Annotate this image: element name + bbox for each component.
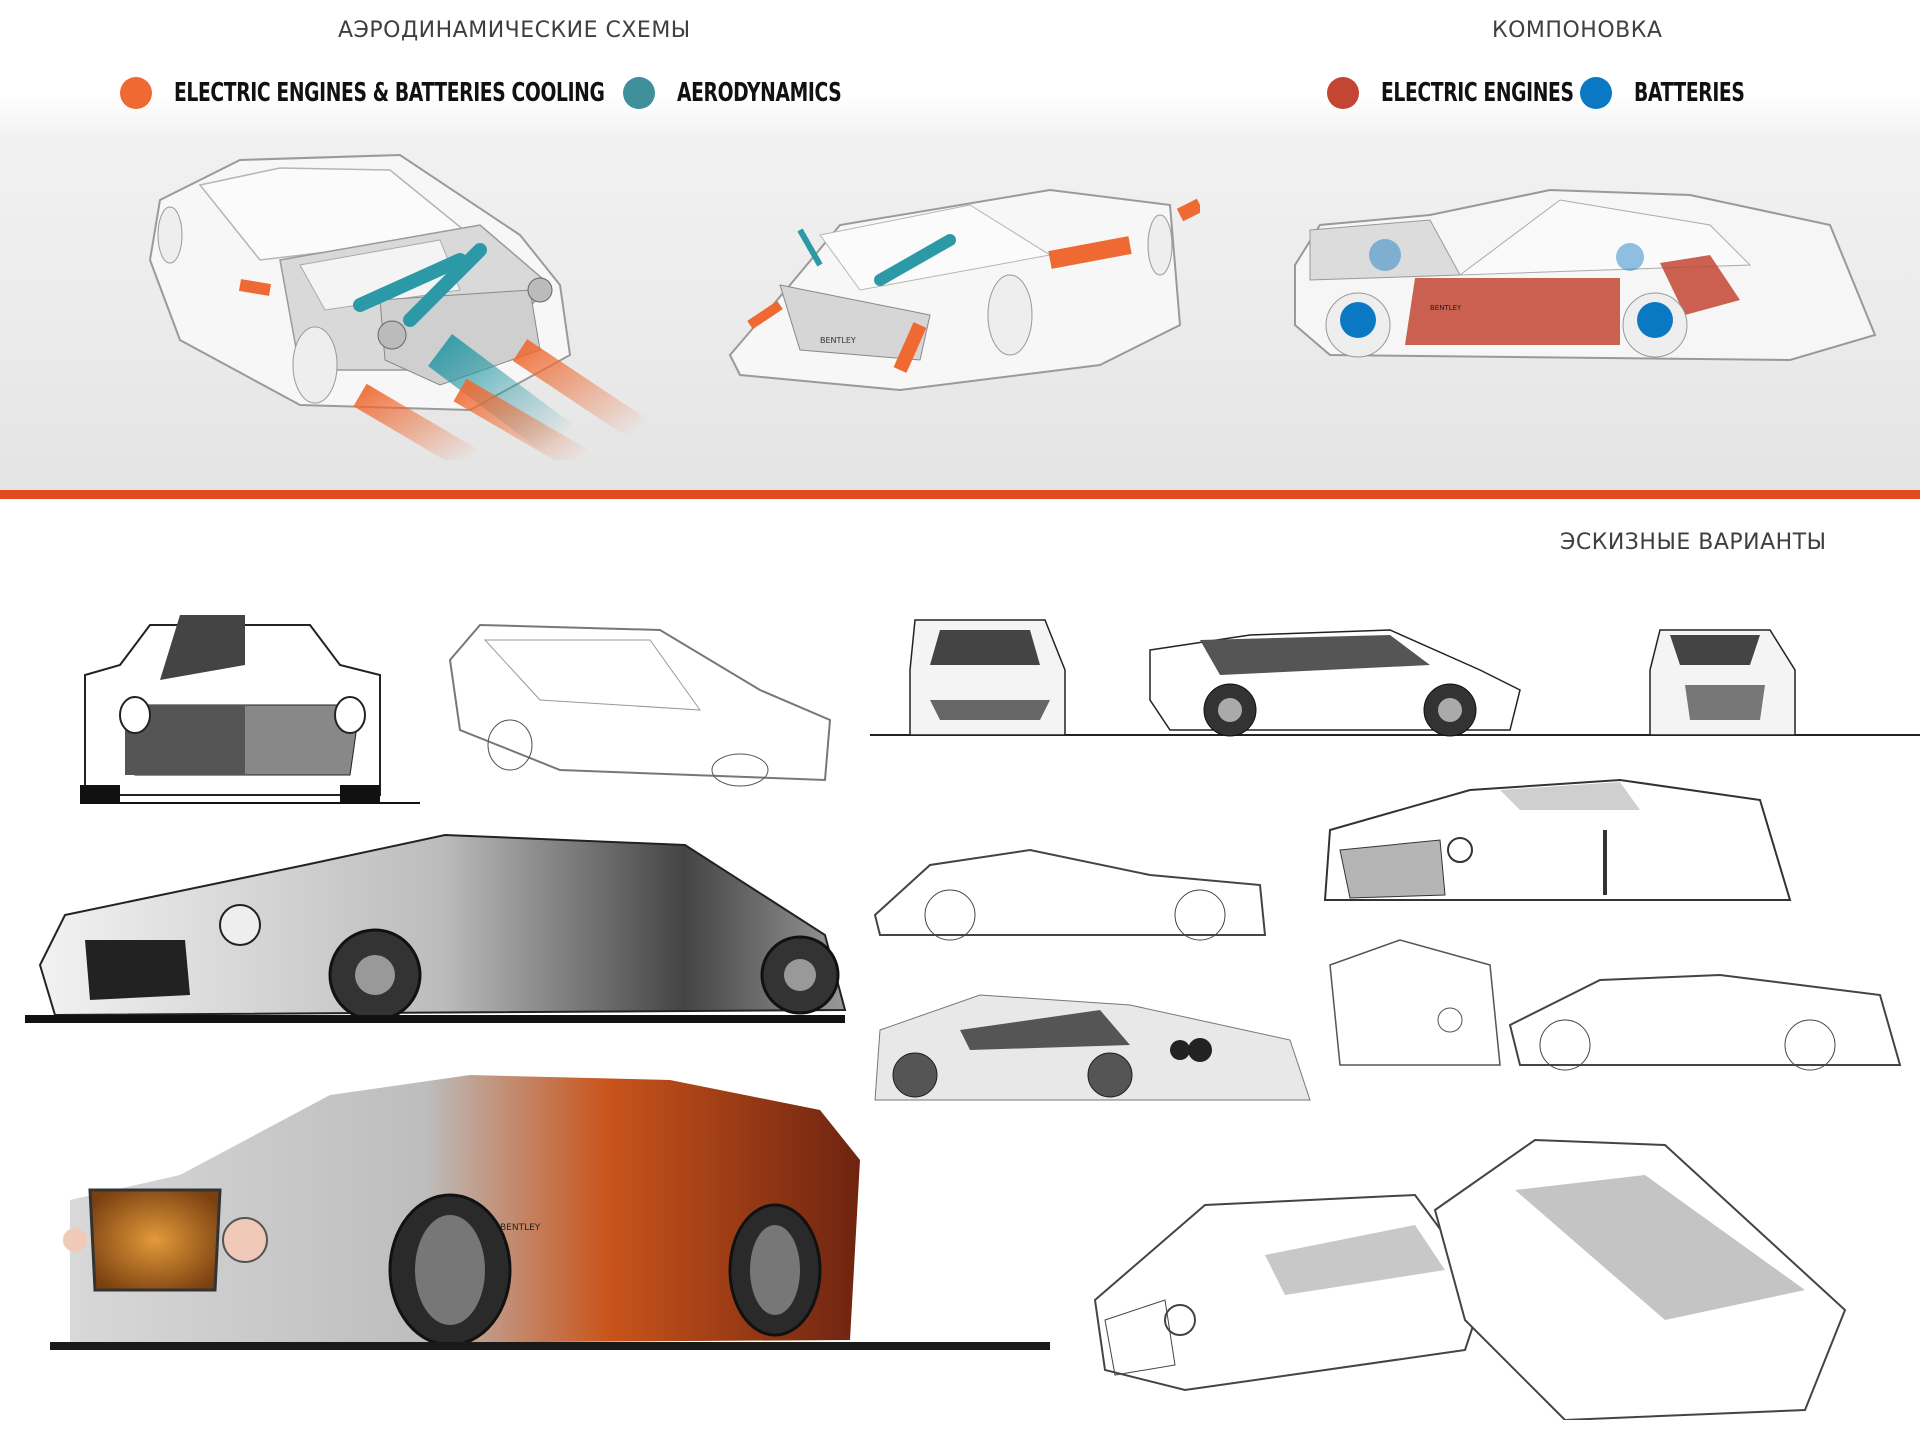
sketch-front-three-quarter bbox=[1320, 770, 1800, 910]
blue-dot-icon bbox=[1580, 77, 1612, 109]
aero-diagram-front bbox=[140, 140, 700, 460]
sketch-silver-coupe bbox=[25, 825, 855, 1030]
legend-label: AERODYNAMICS bbox=[677, 78, 842, 108]
sketch-side-outline bbox=[870, 835, 1280, 945]
legend-electric-engines: ELECTRIC ENGINES bbox=[1327, 77, 1649, 109]
legend-cooling: ELECTRIC ENGINES & BATTERIES COOLING bbox=[120, 77, 772, 109]
layout-diagram-side: BENTLEY bbox=[1290, 185, 1890, 375]
legend-aerodynamics: AERODYNAMICS bbox=[623, 77, 905, 109]
section-divider bbox=[0, 490, 1920, 499]
red-dot-icon bbox=[1327, 77, 1359, 109]
aero-section-title: АЭРОДИНАМИЧЕСКИЕ СХЕМЫ bbox=[338, 18, 691, 43]
legend-batteries: BATTERIES bbox=[1580, 77, 1787, 109]
legend-label: ELECTRIC ENGINES bbox=[1381, 78, 1574, 108]
teal-dot-icon bbox=[623, 77, 655, 109]
svg-text:BENTLEY: BENTLEY bbox=[820, 336, 856, 345]
aero-diagram-rear: BENTLEY bbox=[720, 175, 1200, 395]
final-render-concept: BENTLEY bbox=[50, 1070, 1090, 1360]
sketch-orthographic-row bbox=[870, 610, 1920, 740]
sketch-coupe-pair bbox=[1085, 1120, 1915, 1420]
legend-label: ELECTRIC ENGINES & BATTERIES COOLING bbox=[174, 78, 605, 108]
svg-text:BENTLEY: BENTLEY bbox=[500, 1223, 541, 1233]
legend-label: BATTERIES bbox=[1634, 78, 1745, 108]
sketch-front-view bbox=[80, 605, 420, 805]
layout-section-title: КОМПОНОВКА bbox=[1492, 18, 1663, 43]
sketch-silver-rear bbox=[870, 990, 1340, 1110]
sketches-section-title: ЭСКИЗНЫЕ ВАРИАНТЫ bbox=[1560, 530, 1827, 555]
orange-dot-icon bbox=[120, 77, 152, 109]
svg-text:BENTLEY: BENTLEY bbox=[1430, 304, 1462, 312]
sketch-top-perspective bbox=[440, 610, 840, 790]
sketch-front-loose bbox=[1320, 935, 1920, 1075]
